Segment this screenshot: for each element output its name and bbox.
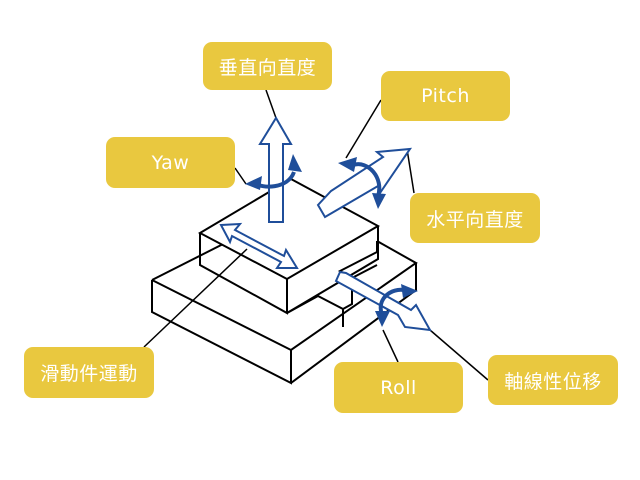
yaw-rotation-icon	[245, 154, 302, 190]
label-yaw: Yaw	[106, 137, 235, 188]
label-horizontal-straightness: 水平向直度	[410, 193, 540, 243]
base-block	[151, 236, 418, 385]
pitch-rotation-icon	[338, 157, 386, 209]
label-axial-displacement: 軸線性位移	[488, 355, 618, 405]
label-pitch: Pitch	[381, 71, 510, 121]
label-vertical-straightness: 垂直向直度	[203, 42, 332, 90]
roll-rotation-icon	[375, 284, 418, 327]
label-roll: Roll	[334, 362, 463, 413]
leader-lines	[143, 89, 489, 381]
label-slide-motion: 滑動件運動	[24, 347, 154, 398]
vertical-arrow-icon	[258, 116, 293, 223]
horizontal-arrow-icon	[316, 147, 413, 219]
slide-double-arrow-icon	[219, 222, 299, 269]
